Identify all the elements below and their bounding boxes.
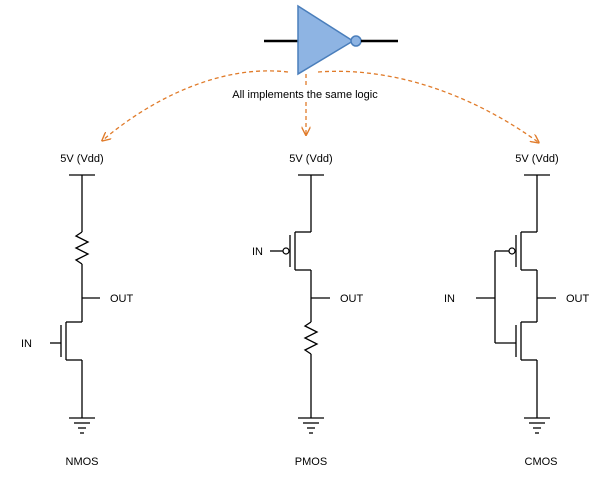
cmos-pmos-transistor [508,231,537,271]
nmos-transistor [50,321,82,361]
nmos-vdd-label: 5V (Vdd) [60,153,103,165]
cmos-in-label: IN [444,293,455,305]
cmos-vdd-label: 5V (Vdd) [515,153,558,165]
cmos-gate-bubble [508,247,516,255]
cmos-circuit: 5V (Vdd) OUT IN [444,153,590,468]
pmos-transistor [270,231,311,271]
logic-equivalence-arrows [103,70,538,142]
annotation-text: All implements the same logic [232,89,378,101]
nmos-pullup-resistor [74,231,90,265]
nmos-ground-symbol [69,417,95,434]
inverter-symbol [264,4,398,76]
annotation-background [218,86,390,102]
nmos-in-label: IN [21,338,32,350]
arrow-to-cmos [317,70,538,142]
pmos-gate-bubble [282,247,290,255]
nmos-circuit: 5V (Vdd) OUT IN NMOS [21,153,134,468]
pmos-caption: PMOS [295,456,327,468]
cmos-out-label: OUT [566,293,590,305]
pmos-circuit: 5V (Vdd) IN OUT PMOS [252,153,364,468]
cmos-caption: CMOS [525,456,558,468]
nmos-out-label: OUT [110,293,134,305]
arrow-to-nmos [103,70,289,140]
pmos-ground-symbol [298,417,324,434]
pmos-pulldown-resistor [303,321,319,355]
cmos-gate-wiring [476,250,516,344]
pmos-out-label: OUT [340,293,364,305]
cmos-nmos-transistor [515,321,537,361]
cmos-ground-symbol [524,417,550,434]
pmos-vdd-label: 5V (Vdd) [289,153,332,165]
inverter-bubble [350,35,362,47]
pmos-in-label: IN [252,246,263,258]
nmos-caption: NMOS [66,456,99,468]
inverter-triangle [297,4,355,76]
